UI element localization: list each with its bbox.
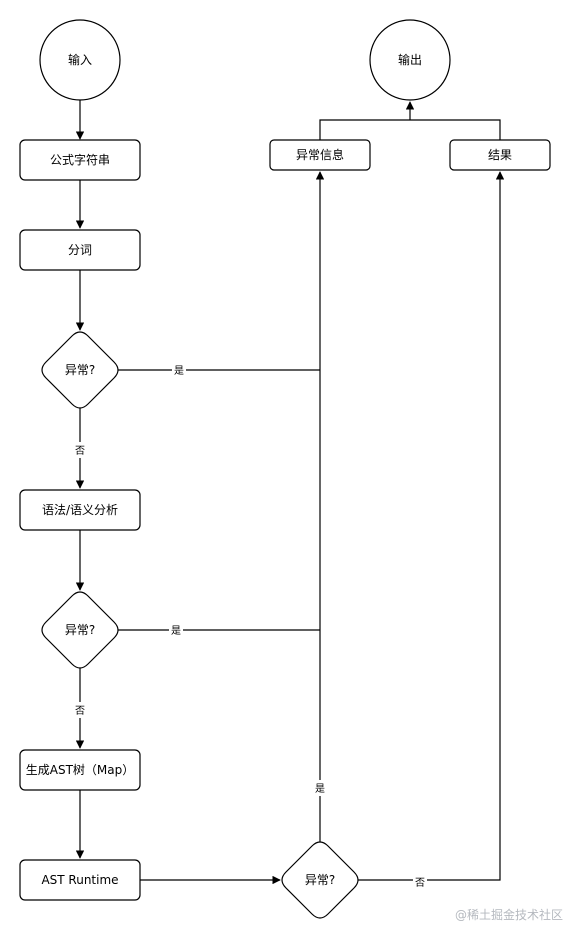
node-result-label: 结果	[488, 148, 512, 162]
node-input-label: 输入	[68, 52, 92, 67]
node-syntax-semantic-analysis-label: 语法/语义分析	[42, 503, 118, 517]
edge-label-check2-yes: 是	[171, 625, 181, 637]
node-formula-string-label: 公式字符串	[50, 152, 110, 167]
node-tokenize: 分词	[19, 229, 141, 271]
edges	[75, 100, 505, 885]
node-output-label: 输出	[398, 52, 422, 67]
node-exception-check-1-label: 异常?	[65, 363, 95, 377]
edge-label-check1-no: 否	[75, 445, 85, 457]
edge-label-check3-no: 否	[415, 877, 425, 889]
node-generate-ast-label: 生成AST树（Map）	[26, 762, 134, 777]
edge-result-to-output	[410, 119, 501, 140]
node-exception-check-2-label: 异常?	[65, 623, 95, 637]
edge-check3-no	[358, 171, 505, 881]
node-tokenize-label: 分词	[68, 243, 92, 257]
edge-labels: 是 否 是 否 是 否	[73, 362, 427, 890]
node-exception-check-2: 异常?	[41, 591, 119, 669]
node-exception-check-1: 异常?	[41, 331, 119, 409]
node-result: 结果	[449, 139, 551, 171]
edge-label-check3-yes: 是	[315, 783, 325, 795]
nodes: 输入 输出 公式字符串 分词 异常? 语法/语义分析	[19, 19, 551, 919]
node-exception-check-3-label: 异常?	[305, 873, 335, 887]
node-formula-string: 公式字符串	[19, 139, 141, 181]
edge-label-check2-no: 否	[75, 705, 85, 717]
node-syntax-semantic-analysis: 语法/语义分析	[19, 489, 141, 531]
edge-label-check1-yes: 是	[174, 365, 184, 377]
node-input: 输入	[39, 19, 121, 101]
node-ast-runtime-label: AST Runtime	[41, 873, 118, 887]
node-exception-check-3: 异常?	[281, 841, 359, 919]
node-output: 输出	[369, 19, 451, 101]
node-error-info: 异常信息	[269, 139, 371, 171]
edge-error-to-output	[319, 119, 410, 140]
watermark: @稀土掘金技术社区	[455, 907, 563, 922]
node-generate-ast: 生成AST树（Map）	[19, 749, 141, 791]
node-ast-runtime: AST Runtime	[19, 859, 141, 901]
node-error-info-label: 异常信息	[296, 147, 344, 162]
